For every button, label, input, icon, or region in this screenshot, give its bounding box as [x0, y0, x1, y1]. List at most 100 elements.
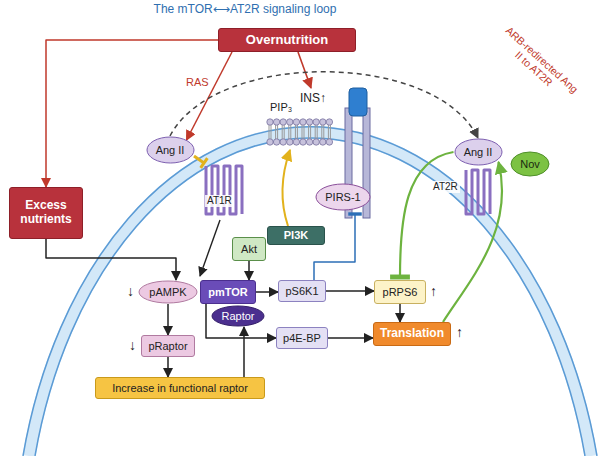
lipid-head: [267, 139, 273, 145]
trigger-box: Excess nutrients: [9, 187, 83, 239]
lipid-tail: [297, 125, 298, 139]
arrow-connector: [170, 72, 478, 138]
lipid-tail: [302, 125, 303, 139]
arrow-connector: [328, 337, 373, 339]
kinase-box: pmTOR: [200, 280, 256, 304]
kinase-ellipse: pAMPK: [138, 280, 198, 304]
ellipse-shape: [147, 137, 194, 163]
lipid-head: [273, 139, 279, 145]
pip3-arrow: [282, 150, 290, 226]
lipid-head: [320, 139, 326, 145]
change-arrow: ↑: [456, 324, 463, 340]
lipid-tail: [323, 125, 324, 139]
adaptor-ellipse: PIRS-1: [315, 183, 371, 211]
protein-box: p4E-BP: [276, 327, 328, 349]
membrane-outer-line: [23, 127, 597, 456]
ligand-ellipse: Ang II: [146, 136, 195, 164]
ellipse-shape: [455, 139, 502, 165]
lipid-head: [280, 139, 286, 145]
lipid-tail: [295, 125, 296, 139]
kinase-bar: PI3K: [267, 226, 325, 245]
arrow-connector: [243, 327, 245, 377]
lipid-tail: [321, 125, 322, 139]
annotation-label: ARB-redirected Ang II to AT2R: [494, 23, 581, 105]
node-text: pRPS6: [383, 286, 418, 299]
lipid-tail: [328, 125, 329, 139]
node-text: Raptor: [221, 310, 254, 323]
lipid-head: [300, 139, 306, 145]
lipid-head: [293, 139, 299, 145]
lipid-head: [300, 119, 306, 125]
node-text: PIRS-1: [325, 191, 360, 204]
change-arrow: ↑: [430, 283, 437, 299]
lipid-tail: [275, 125, 276, 139]
lipid-tail: [290, 125, 291, 139]
inhibition-line: [314, 214, 355, 280]
lipid-head: [306, 139, 312, 145]
node-text: pmTOR: [208, 286, 248, 299]
node-text: PI3K: [284, 229, 308, 242]
node-text: Increase in functional raptor: [112, 382, 248, 395]
node-text: Ang II: [156, 144, 185, 157]
protein-box: pRaptor: [141, 335, 195, 357]
arrow-connector: [399, 304, 401, 322]
protein-box: pRPS6: [374, 280, 426, 304]
arrow-connector: [248, 261, 250, 280]
lipid-tail: [315, 125, 316, 139]
outcome-box: Increase in functional raptor: [95, 377, 265, 399]
node-text: Translation: [380, 327, 444, 341]
lipid-head: [326, 139, 332, 145]
kinase-box: Akt: [232, 237, 266, 261]
lipid-label: PIP₃: [268, 101, 294, 114]
lipid-tail: [330, 125, 331, 139]
receptor-label: AT2R: [431, 181, 460, 193]
node-text: Ang II: [464, 146, 493, 159]
insulin-arrow: [298, 52, 311, 88]
node-text: Excess nutrients: [14, 199, 78, 227]
arrow-connector: [46, 40, 218, 187]
lipid-tail: [277, 125, 278, 139]
lipid-tail: [282, 125, 283, 139]
at2r-receptor: [466, 170, 490, 214]
lipid-head: [326, 119, 332, 125]
ellipse-shape: [511, 152, 549, 176]
lipid-head: [306, 119, 312, 125]
arb-block-line: [194, 156, 204, 163]
lipid-tail: [304, 125, 305, 139]
subunit-ellipse: Raptor: [211, 305, 265, 327]
ellipse-shape: [139, 281, 197, 303]
trigger-box: Overnutrition: [218, 28, 356, 52]
lipid-head: [313, 119, 319, 125]
node-text: Overnutrition: [246, 33, 328, 48]
lipid-tail: [317, 125, 318, 139]
arb-block-bar: [201, 158, 208, 168]
lipid-head: [313, 139, 319, 145]
change-arrow: ↓: [127, 283, 134, 299]
insulin-receptor-head: [349, 88, 367, 116]
lipid-head: [287, 139, 293, 145]
node-text: pAMPK: [149, 286, 186, 299]
lipid-head: [267, 119, 273, 125]
lipid-head: [273, 119, 279, 125]
lipid-head: [287, 119, 293, 125]
node-text: pS6K1: [285, 285, 318, 298]
membrane-inner-line: [35, 138, 585, 456]
lipid-tail: [310, 125, 311, 139]
arrow-connector: [167, 357, 169, 377]
lipid-tail: [288, 125, 289, 139]
protein-box: pS6K1: [278, 280, 326, 302]
arrow-connector: [256, 291, 278, 293]
process-box: Translation: [373, 322, 451, 346]
arrow-connector: [167, 304, 169, 335]
signal-label: INS↑: [300, 92, 326, 106]
ligand-ellipse: Ang II: [454, 138, 503, 166]
lipid-tail: [269, 125, 270, 139]
lipid-head: [320, 119, 326, 125]
node-text: Nov: [520, 158, 540, 171]
edge-label: RAS: [186, 76, 209, 89]
node-text: pRaptor: [148, 340, 187, 353]
arrow-connector: [46, 239, 176, 280]
lipid-tail: [271, 125, 272, 139]
receptor-label: AT1R: [205, 195, 234, 207]
